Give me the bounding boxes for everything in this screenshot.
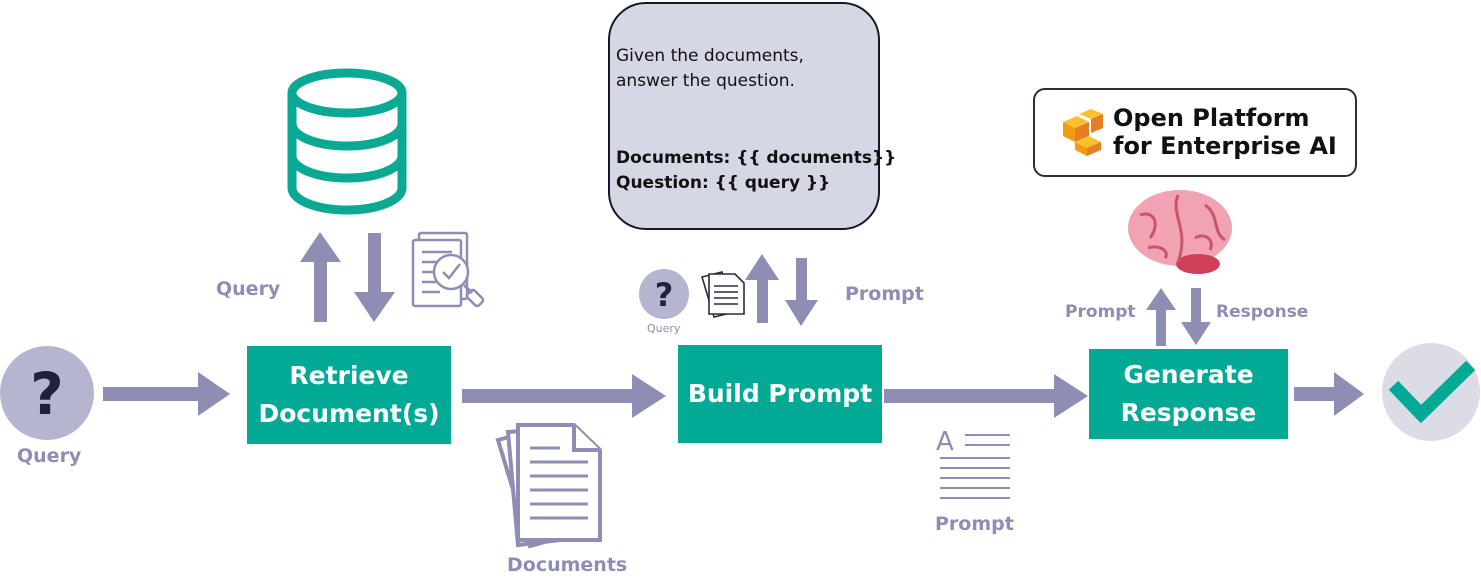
document-search-icon bbox=[411, 231, 485, 308]
gen-response-label: Response bbox=[1216, 302, 1309, 322]
text-prompt-icon: A bbox=[936, 427, 1010, 499]
prompt-template-card: Given the documents, answer the question… bbox=[608, 2, 897, 230]
arrow-documents-down bbox=[354, 233, 395, 322]
arrow-gen-prompt-up bbox=[1146, 288, 1176, 346]
arrow-build-up bbox=[745, 254, 779, 323]
database-icon bbox=[287, 68, 407, 215]
retrieve-documents-box: Retrieve Document(s) bbox=[247, 346, 451, 444]
gen-prompt-label: Prompt bbox=[1065, 302, 1136, 322]
retrieve-box-line1: Retrieve bbox=[289, 361, 409, 390]
documents-icon bbox=[495, 422, 602, 549]
small-documents-icon bbox=[700, 271, 745, 318]
prompt-line-3: Documents: {{ documents}} bbox=[616, 148, 897, 168]
arrow-query-to-retrieve bbox=[103, 372, 230, 416]
prompt-line-4: Question: {{ query }} bbox=[616, 173, 831, 193]
build-box-label: Build Prompt bbox=[687, 379, 873, 408]
checkmark-icon bbox=[1382, 343, 1480, 441]
query-up-label: Query bbox=[216, 278, 281, 300]
arrow-retrieve-to-build bbox=[462, 374, 666, 418]
arrow-query-up bbox=[300, 232, 341, 322]
brain-icon bbox=[1128, 190, 1232, 274]
logo-cubes-icon bbox=[1063, 109, 1103, 156]
opea-logo: Open Platform for Enterprise AI bbox=[1033, 88, 1357, 177]
arrow-prompt-down bbox=[785, 258, 818, 326]
generate-response-box: Generate Response bbox=[1089, 349, 1288, 439]
svg-text:?: ? bbox=[655, 276, 674, 314]
prompt-line-1: Given the documents, bbox=[616, 46, 804, 66]
query-label: Query bbox=[17, 445, 82, 467]
logo-text: Open Platform for Enterprise AI bbox=[1113, 104, 1337, 160]
documents-label: Documents bbox=[507, 554, 628, 576]
arrow-generate-to-result bbox=[1294, 372, 1364, 416]
svg-text:?: ? bbox=[30, 360, 64, 428]
build-prompt-box: Build Prompt bbox=[678, 345, 882, 443]
generate-box-line2: Response bbox=[1120, 398, 1257, 427]
logo-line-1: Open Platform bbox=[1113, 104, 1310, 132]
small-question-icon: ? bbox=[639, 269, 689, 319]
logo-line-2: for Enterprise AI bbox=[1113, 132, 1337, 160]
query-small-label: Query bbox=[647, 322, 681, 335]
retrieve-box-line2: Document(s) bbox=[258, 399, 440, 428]
query-question-icon: ? bbox=[0, 346, 94, 440]
prompt-top-label: Prompt bbox=[845, 283, 924, 305]
generate-box-line1: Generate bbox=[1123, 360, 1254, 389]
prompt-bottom-label: Prompt bbox=[935, 513, 1014, 535]
arrow-build-to-generate bbox=[884, 374, 1088, 418]
arrow-gen-response-down bbox=[1181, 288, 1211, 345]
svg-text:A: A bbox=[936, 427, 954, 457]
prompt-line-2: answer the question. bbox=[616, 71, 795, 91]
